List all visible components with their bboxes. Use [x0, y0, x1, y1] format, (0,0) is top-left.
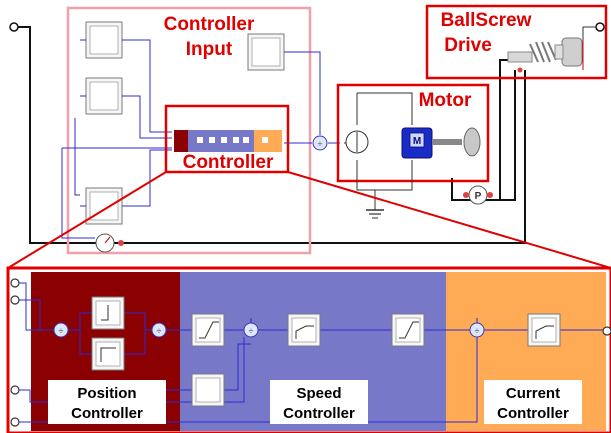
feedforward-block[interactable]: [191, 373, 225, 407]
controller-compact-block[interactable]: [174, 130, 282, 152]
sum-junction: ÷: [151, 322, 167, 338]
controller-detail-frame: [6, 266, 611, 433]
speed-controller-label: Speed: [296, 385, 341, 402]
position-gain-block[interactable]: [91, 337, 125, 371]
motor-icon[interactable]: M: [401, 127, 462, 159]
controller-input-label: Input: [186, 39, 233, 60]
controller-input-label: Controller: [164, 14, 255, 35]
left-terminal-wire: [18, 26, 130, 244]
controller-label: Controller: [183, 152, 274, 173]
controller-frame[interactable]: [164, 104, 290, 174]
svg-text:÷: ÷: [318, 139, 323, 149]
left-terminal: [9, 22, 19, 32]
speed-label-box: [270, 380, 368, 424]
input-block[interactable]: [85, 77, 123, 115]
sum-junction: ÷: [243, 322, 259, 338]
svg-text:÷: ÷: [157, 326, 162, 336]
inertia-icon: [463, 127, 481, 157]
limiter-block[interactable]: [391, 313, 425, 347]
angle-sensor-icon: [95, 233, 124, 253]
right-terminal: [595, 22, 605, 32]
svg-text:P: P: [475, 191, 482, 202]
input-block[interactable]: [247, 33, 285, 71]
input-block[interactable]: [85, 187, 123, 225]
signal-wiring-detail: [19, 282, 603, 423]
sum-junction: ÷: [53, 322, 69, 338]
position-controller-label: Position: [77, 385, 136, 402]
speed-sensor-icon: P: [463, 185, 493, 205]
svg-text:÷: ÷: [475, 326, 480, 336]
zoom-guide-right: [287, 171, 611, 269]
ballscrew-drive-label: BallScrew: [441, 10, 532, 31]
current-pi-block[interactable]: [527, 313, 561, 347]
controller-input-frame: [66, 6, 312, 255]
ballscrew-drive-label: Drive: [444, 35, 492, 56]
ballscrew-drive-frame[interactable]: [425, 4, 608, 80]
current-label-box: [484, 380, 582, 424]
position-label-box: [48, 380, 166, 424]
shaft-wire: [499, 59, 515, 200]
limiter-block[interactable]: [191, 313, 225, 347]
svg-text:M: M: [413, 136, 421, 147]
motor-label: Motor: [419, 90, 472, 111]
input-block[interactable]: [85, 21, 123, 59]
position-gain-block[interactable]: [91, 296, 125, 330]
zoom-guide-left: [7, 171, 167, 269]
right-terminal-wire: [582, 26, 596, 40]
position-controller-label: Controller: [71, 405, 143, 422]
speed-controller-label: Controller: [283, 405, 355, 422]
current-controller-label: Controller: [497, 405, 569, 422]
voltage-source-icon: [345, 130, 369, 154]
svg-text:÷: ÷: [249, 326, 254, 336]
motor-frame[interactable]: [336, 83, 490, 183]
controller-terminals: [10, 278, 611, 427]
svg-text:÷: ÷: [59, 326, 64, 336]
motor-circuit: [356, 92, 413, 219]
speed-pi-block[interactable]: [287, 313, 321, 347]
ballscrew-icon: [507, 37, 584, 73]
current-controller-label: Current: [506, 385, 560, 402]
sum-junction: [312, 135, 328, 151]
sum-junction: ÷: [469, 322, 485, 338]
signal-wiring-top: [61, 39, 340, 239]
